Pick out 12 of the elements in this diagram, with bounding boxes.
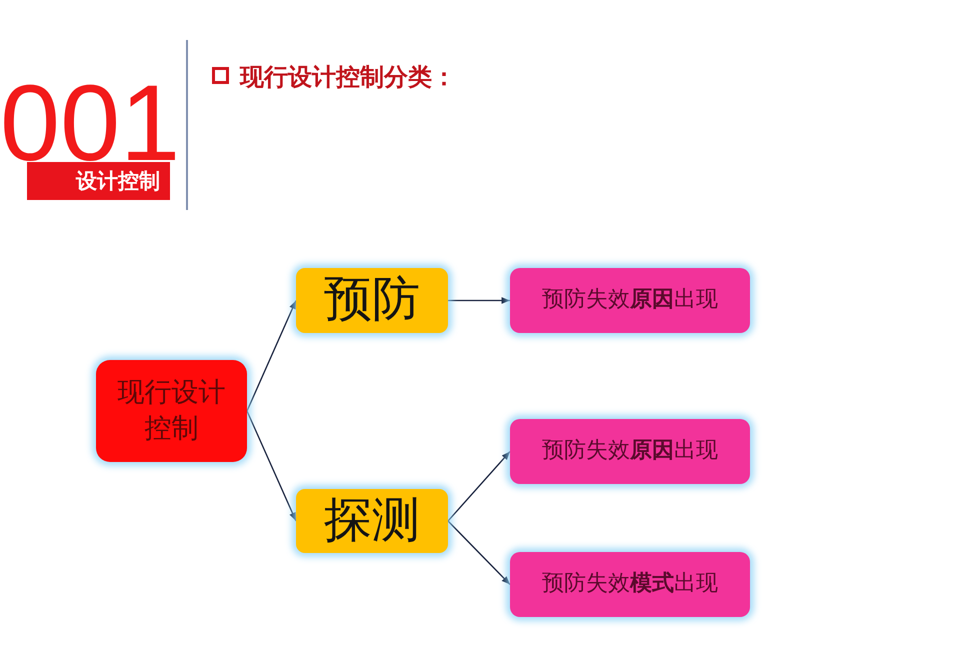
result-box: 预防失效模式出现 bbox=[510, 552, 750, 617]
arrow bbox=[246, 300, 297, 412]
category-box: 预防 bbox=[296, 268, 448, 333]
category-box: 探测 bbox=[296, 489, 448, 553]
heading: 现行设计控制分类： bbox=[240, 62, 456, 93]
arrow bbox=[448, 520, 510, 585]
arrow bbox=[246, 410, 297, 522]
root-box: 现行设计控制 bbox=[96, 360, 247, 462]
result-box: 预防失效原因出现 bbox=[510, 268, 750, 333]
result-box: 预防失效原因出现 bbox=[510, 419, 750, 484]
arrow bbox=[448, 451, 510, 522]
arrow bbox=[448, 297, 510, 304]
